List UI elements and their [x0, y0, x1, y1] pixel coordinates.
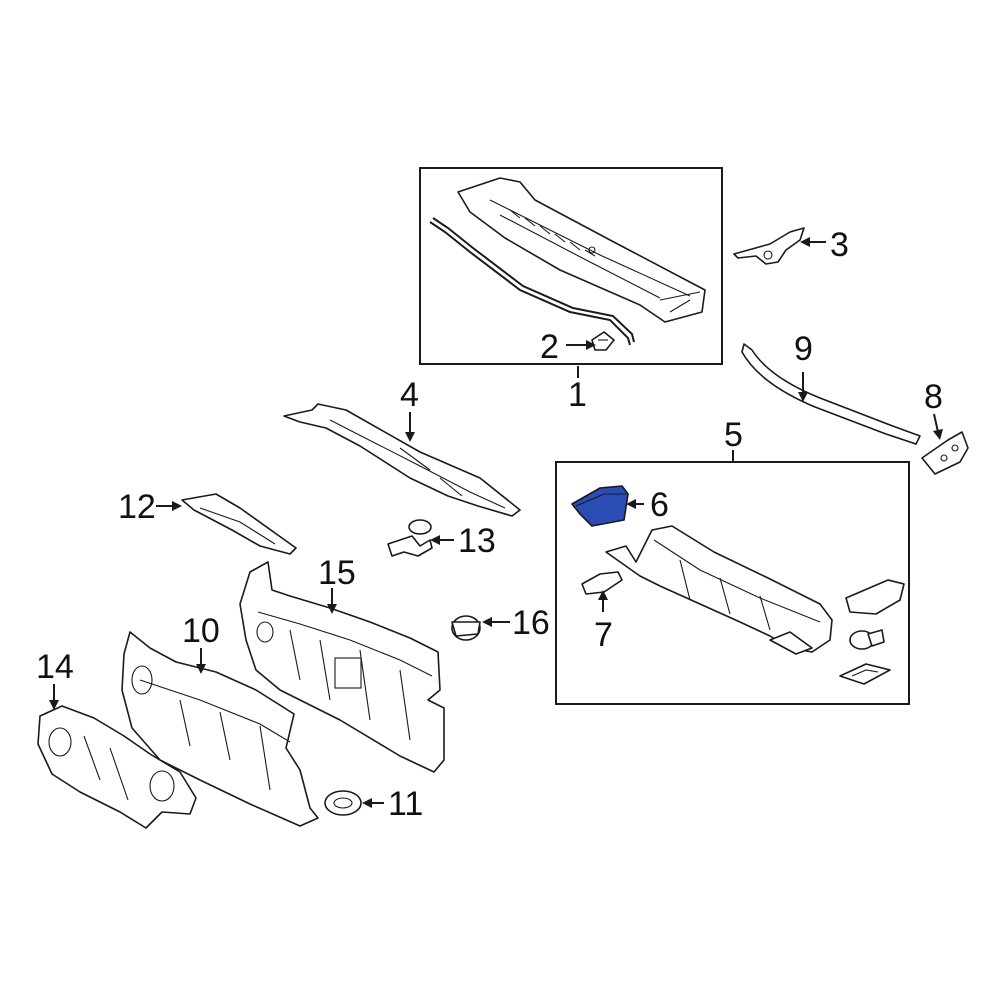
callout-12: 12 [118, 488, 156, 526]
leader-lines [49, 237, 943, 808]
silencer-part-14[interactable] [37, 705, 197, 829]
clip-part-13[interactable] [387, 519, 433, 557]
group-box-1 [419, 167, 723, 365]
bracket-part-5a[interactable] [845, 579, 905, 615]
plate-part-5c[interactable] [839, 663, 891, 685]
callout-2: 2 [540, 328, 559, 366]
callout-1: 1 [568, 376, 587, 414]
cowl-weatherstrip[interactable] [429, 217, 635, 346]
callout-15: 15 [318, 554, 356, 592]
clip-part-5b[interactable] [849, 629, 885, 650]
callout-4: 4 [400, 376, 419, 414]
silencer-part-10[interactable] [121, 631, 319, 827]
callout-11: 11 [388, 785, 423, 823]
dash-panel-part-15[interactable] [239, 561, 445, 773]
callout-6: 6 [650, 486, 669, 524]
grommet-part-11[interactable] [324, 790, 362, 816]
callout-13: 13 [458, 522, 496, 560]
bracket-part-8[interactable] [921, 431, 969, 475]
callout-8: 8 [924, 378, 943, 416]
clip-part-2[interactable] [591, 331, 615, 351]
cowl-top-panel[interactable] [457, 177, 706, 323]
cowl-panel-part-5[interactable] [605, 525, 833, 655]
callout-3: 3 [830, 226, 849, 264]
callout-7: 7 [594, 616, 613, 654]
seal-strip-part-9[interactable] [741, 343, 921, 445]
callout-5: 5 [724, 416, 743, 454]
callout-16: 16 [512, 604, 550, 642]
callout-9: 9 [794, 330, 813, 368]
callout-14: 14 [36, 648, 74, 686]
bracket-part-3[interactable] [733, 227, 805, 265]
plug-part-16[interactable] [451, 615, 481, 641]
callout-10: 10 [182, 612, 220, 650]
cowl-side-panel-part-4[interactable] [283, 403, 521, 517]
highlighted-part-6[interactable] [571, 485, 629, 527]
bracket-part-12[interactable] [181, 493, 297, 555]
pad-part-7[interactable] [581, 571, 623, 595]
